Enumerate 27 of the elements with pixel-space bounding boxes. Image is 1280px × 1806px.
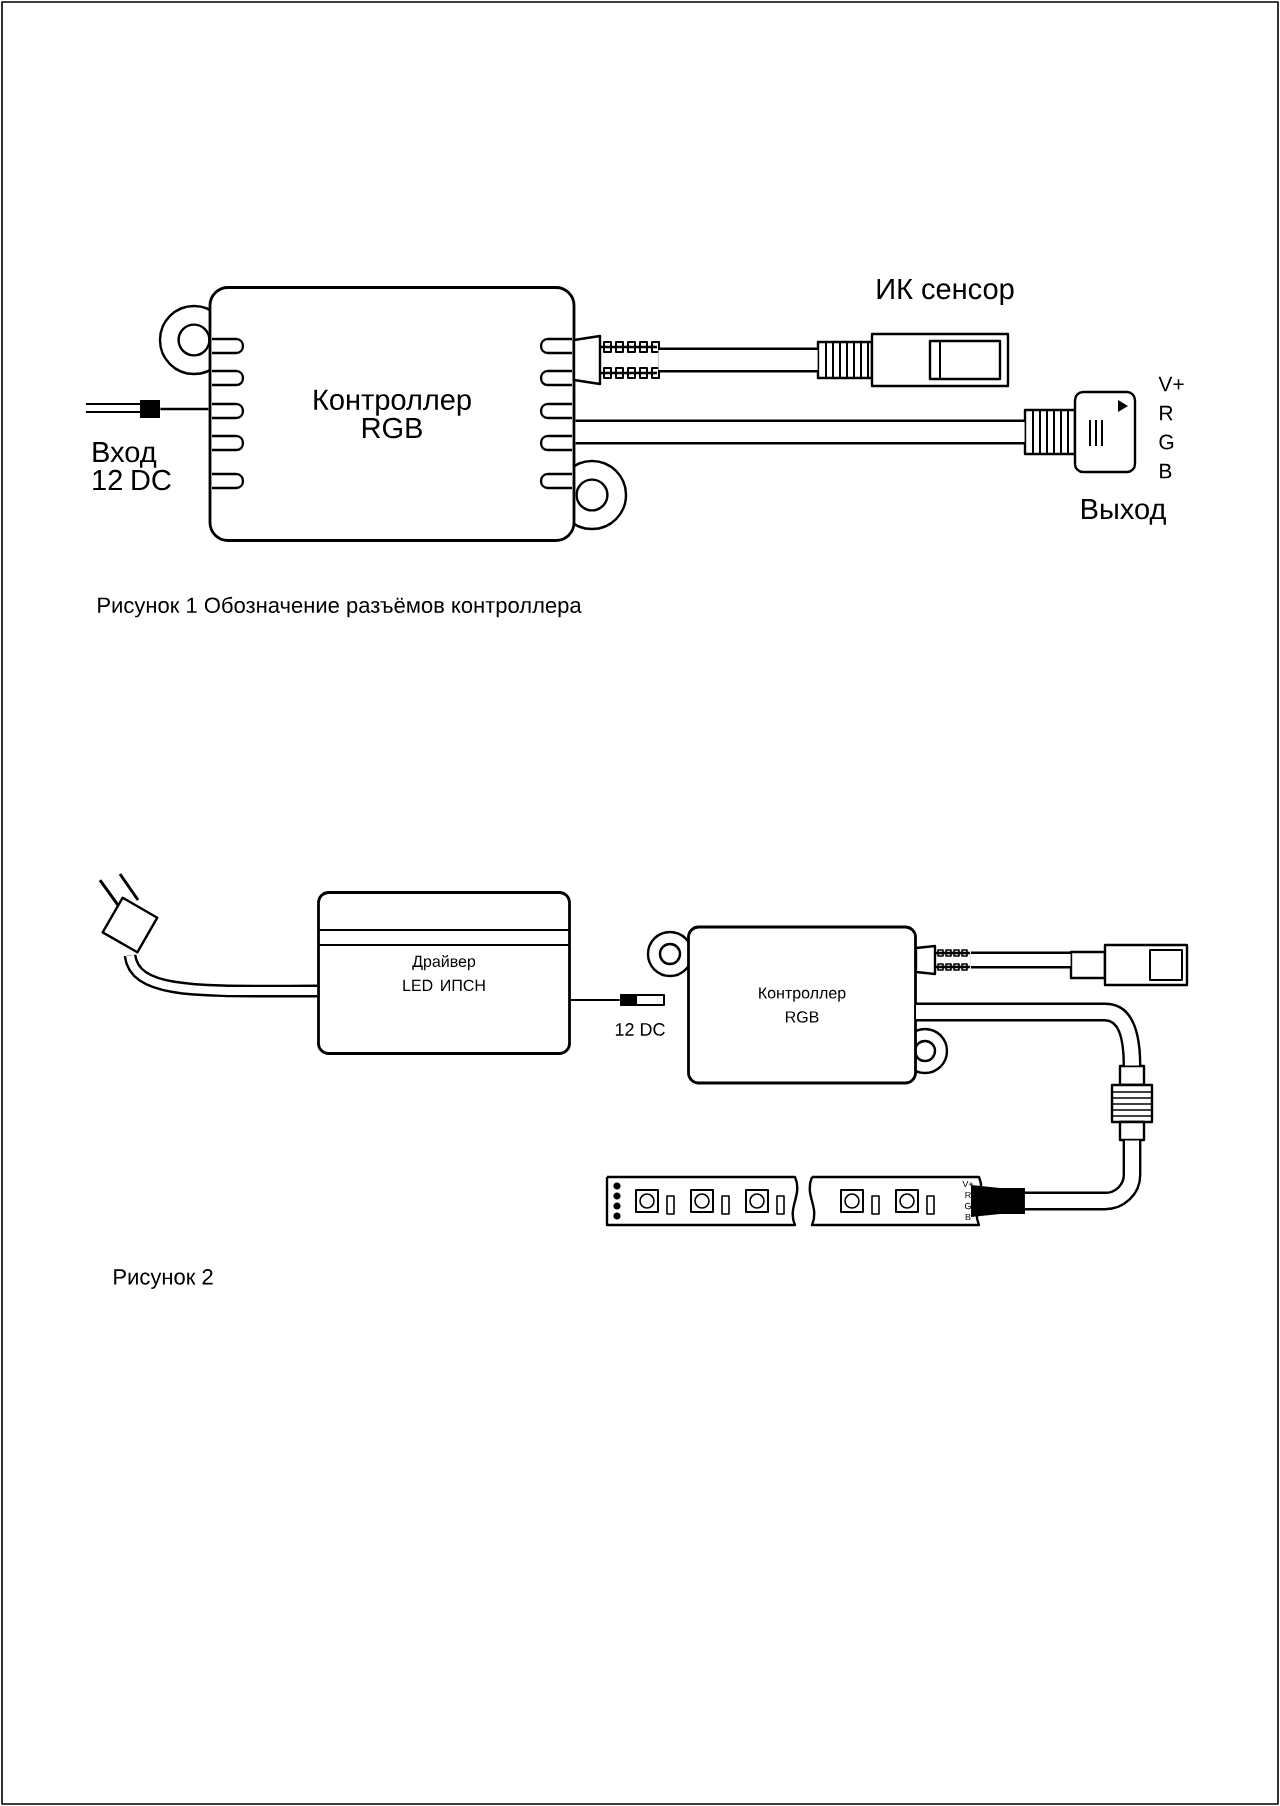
pin-label: V+ xyxy=(962,1180,974,1188)
ir-sensor-drawing: ИК сенсор xyxy=(816,279,1014,388)
pin-label: G xyxy=(1159,434,1174,450)
pin-label: G xyxy=(964,1202,971,1210)
ir-sensor-drawing xyxy=(1069,943,1189,987)
cable xyxy=(970,951,1071,969)
cable xyxy=(658,347,818,373)
figure-caption: Рисунок 1 Обозначение разъёмов контроллера xyxy=(98,596,582,618)
led-strip-drawing xyxy=(605,1175,799,1227)
pin-label: R xyxy=(1160,405,1173,421)
figure-caption: Рисунок 2 xyxy=(114,1269,213,1289)
cable xyxy=(916,1002,1142,1066)
cable xyxy=(123,953,318,998)
cable xyxy=(575,419,1025,445)
wire xyxy=(569,999,621,1001)
cable xyxy=(1024,1140,1142,1211)
node-label: ИК сенсор xyxy=(877,278,1014,305)
pin-label: R xyxy=(965,1191,971,1199)
coupling-drawing xyxy=(1110,1064,1154,1142)
led-strip-drawing xyxy=(808,1175,1025,1227)
driver-box: Драйвер LED ИПСН xyxy=(317,891,571,1055)
pin-label: V+ xyxy=(1158,376,1184,392)
mains-plug-drawing xyxy=(98,873,159,954)
node-label: Выход xyxy=(1082,499,1166,525)
plug-pin xyxy=(160,407,209,411)
pin-label: B xyxy=(965,1213,971,1221)
pin-label: B xyxy=(1160,463,1172,479)
